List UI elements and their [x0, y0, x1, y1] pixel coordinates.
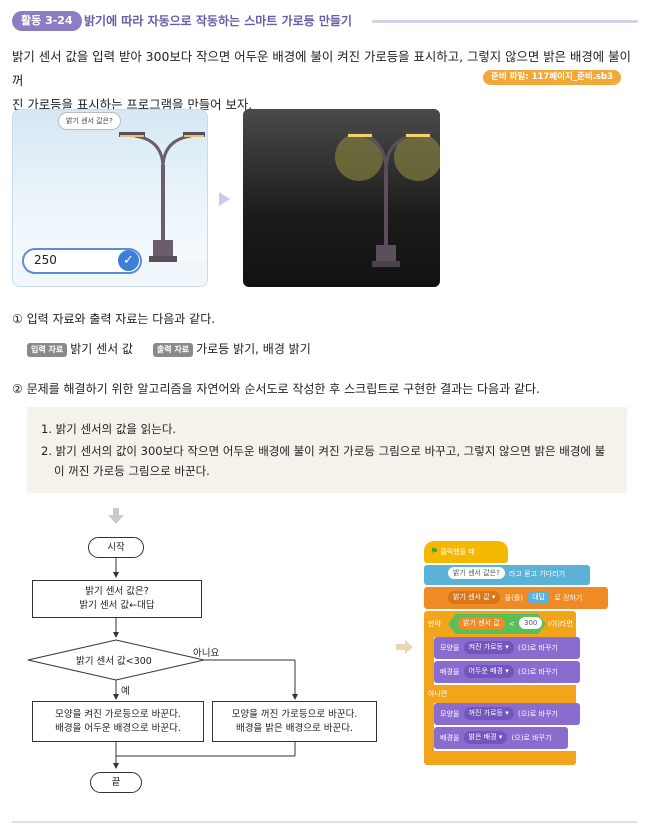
compare-number-input[interactable]: 300: [519, 617, 543, 629]
flow-input-line-1: 밝기 센서 값은?: [85, 586, 149, 597]
input-value: 밝기 센서 값: [70, 342, 134, 356]
green-flag-icon: ⚑: [430, 547, 439, 557]
flow-no-line-1: 모양을 꺼진 가로등으로 바꾼다.: [231, 708, 358, 720]
intro-line-2: 진 가로등을 표시하는 프로그램을 만들어 보자.: [12, 97, 253, 112]
flow-input-box: 밝기 센서 값은? 밝기 센서 값←대답: [32, 580, 202, 618]
backdrop-light-dropdown[interactable]: 밝은 배경 ▾: [463, 731, 508, 744]
set-suffix: 로 정하기: [554, 594, 583, 602]
switch-backdrop-dark-block[interactable]: 배경을 어두운 배경 ▾ (으)로 바꾸기: [434, 661, 580, 683]
flow-condition: 밝기 센서 값<300: [76, 656, 152, 667]
bottom-divider: [12, 821, 637, 823]
flow-end: 끝: [90, 772, 142, 793]
backdrop-dark-dropdown[interactable]: 어두운 배경 ▾: [463, 665, 514, 678]
ask-suffix: 라고 묻고 기다리기: [509, 570, 566, 578]
activity-badge: 활동 3-24: [12, 11, 82, 31]
flow-yes-label: 예: [121, 686, 130, 697]
if-then-label: (이)라면: [548, 620, 573, 628]
step1-text: ① 입력 자료와 출력 자료는 다음과 같다.: [12, 312, 216, 326]
if-label: 만약: [428, 620, 441, 628]
scratch-script: ⚑ 클릭했을 때 밝기 센서 값은? 라고 묻고 기다리기 밝기 센서 값 ▾ …: [420, 535, 608, 767]
step2-text: ② 문제를 해결하기 위한 알고리즘을 자연어와 순서도로 작성한 후 스크립트…: [12, 382, 540, 396]
intro-text: 밝기 센서 값을 입력 받아 300보다 작으면 어두운 배경에 불이 켜진 가…: [12, 45, 637, 117]
flow-input-line-2: 밝기 센서 값←대답: [79, 600, 155, 611]
flowchart-lines: [27, 508, 298, 769]
flow-yes-line-1: 모양을 켜진 가로등으로 바꾼다.: [55, 708, 181, 720]
header-divider: [372, 20, 638, 23]
operator-symbol: <: [508, 620, 515, 628]
variable-dropdown[interactable]: 밝기 센서 값 ▾: [448, 591, 501, 604]
answer-reporter[interactable]: 대답: [527, 591, 551, 604]
intro-line-1: 밝기 센서 값을 입력 받아 300보다 작으면 어두운 배경에 불이 켜진 가…: [12, 49, 631, 88]
ask-text-input[interactable]: 밝기 센서 값은?: [448, 567, 505, 579]
algorithm-box: 1. 밝기 센서의 값을 읽는다. 2. 밝기 센서의 값이 300보다 작으면…: [27, 407, 627, 493]
flow-no-label: 아니요: [193, 648, 220, 659]
flow-start: 시작: [88, 537, 144, 558]
ask-speech-bubble: 밝기 센서 값은?: [58, 112, 121, 130]
if-variable-reporter[interactable]: 밝기 센서 값: [458, 617, 505, 630]
switch-backdrop-light-block[interactable]: 배경을 밝은 배경 ▾ (으)로 바꾸기: [434, 727, 568, 749]
flow-yes-line-2: 배경을 어두운 배경으로 바꾼다.: [55, 722, 181, 734]
else-label: 아니면: [428, 690, 448, 698]
flow-no-line-2: 배경을 밝은 배경으로 바꾼다.: [236, 722, 353, 734]
algo-item-1: 1. 밝기 센서의 값을 읽는다.: [41, 422, 177, 436]
switch-costume-off-block[interactable]: 모양을 꺼진 가로등 ▾ (으)로 바꾸기: [434, 703, 580, 725]
answer-value: 250: [34, 253, 57, 267]
ask-and-wait-block[interactable]: 밝기 센서 값은? 라고 묻고 기다리기: [424, 565, 590, 585]
hat-label: 클릭했을 때: [440, 548, 475, 556]
output-tag: 출력 자료: [152, 343, 194, 357]
algo-item-2-cont: 이 꺼진 가로등 그림으로 바꾼다.: [54, 464, 210, 478]
costume-on-dropdown[interactable]: 켜진 가로등 ▾: [463, 641, 514, 654]
activity-title: 밝기에 따라 자동으로 작동하는 스마트 가로등 만들기: [84, 14, 352, 28]
if-else-arm-2: [424, 703, 434, 751]
when-flag-clicked-block[interactable]: ⚑ 클릭했을 때: [424, 541, 508, 563]
operator-content: 밝기 센서 값 < 300: [456, 615, 544, 633]
set-mid-text: 을(를): [504, 594, 523, 602]
checkmark-icon[interactable]: ✓: [118, 250, 139, 271]
set-variable-block[interactable]: 밝기 센서 값 ▾ 을(를) 대답 로 정하기: [424, 587, 608, 609]
switch-costume-on-block[interactable]: 모양을 켜진 가로등 ▾ (으)로 바꾸기: [434, 637, 580, 659]
night-scene-panel: [243, 109, 440, 287]
output-value: 가로등 밝기, 배경 밝기: [196, 342, 311, 356]
streetlight-on-illustration: [335, 131, 440, 267]
if-else-arm-1: [424, 637, 434, 685]
if-else-block-bottom: [424, 751, 576, 765]
flow-yes-box: 모양을 켜진 가로등으로 바꾼다. 배경을 어두운 배경으로 바꾼다.: [32, 701, 204, 742]
if-else-middle: [424, 685, 576, 703]
input-tag: 입력 자료: [27, 343, 68, 357]
flow-no-box: 모양을 꺼진 가로등으로 바꾼다. 배경을 밝은 배경으로 바꾼다.: [212, 701, 377, 742]
costume-off-dropdown[interactable]: 꺼진 가로등 ▾: [463, 707, 514, 720]
prep-file-badge: 준비 파일: 117페이지_준비.sb3: [483, 70, 621, 85]
algo-item-2: 2. 밝기 센서의 값이 300보다 작으면 어두운 배경에 불이 켜진 가로등…: [41, 444, 606, 458]
triangle-right-icon: [219, 192, 230, 206]
arrow-right-icon: [396, 640, 413, 654]
